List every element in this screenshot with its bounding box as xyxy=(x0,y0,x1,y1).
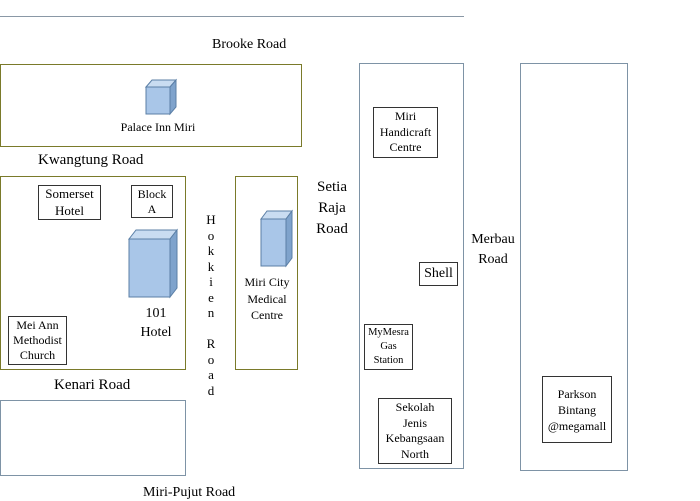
place-label-line: Hotel xyxy=(55,202,84,218)
road-label-merbau: Merbau Road xyxy=(466,230,520,270)
place-label-line: Centre xyxy=(251,308,283,322)
road-label-letter: o xyxy=(207,227,215,243)
road-label-setia-raja: Setia Raja Road xyxy=(306,177,358,240)
road-label-kwangtung: Kwangtung Road xyxy=(38,152,144,168)
road-label-letter: H xyxy=(206,212,216,227)
building-icon xyxy=(260,209,293,268)
place-label-line: Miri xyxy=(394,109,417,124)
place-label-line: Gas xyxy=(380,341,397,352)
road-label-letter: i xyxy=(209,274,213,289)
place-label-line: Jenis xyxy=(403,415,427,430)
place-label-line: Miri City xyxy=(244,275,290,289)
block-somerset xyxy=(0,176,186,370)
building-icon xyxy=(144,78,178,116)
road-label-letter: n xyxy=(207,305,215,320)
road-label-letter: k xyxy=(207,258,215,274)
block-setia-raja-east xyxy=(359,63,464,469)
place-label-line: Medical xyxy=(247,291,287,306)
place-label-line: Sekolah xyxy=(395,400,435,414)
top-boundary-line xyxy=(0,16,464,17)
place-label-line: Station xyxy=(373,355,404,366)
place-miri-handicraft-centre: Miri Handicraft Centre xyxy=(373,107,438,158)
place-label-line: A xyxy=(147,201,157,216)
place-label-line: Kebangsaan xyxy=(385,431,445,445)
road-label-letter: e xyxy=(208,289,214,305)
block-medical-centre xyxy=(235,176,298,370)
place-palace-inn-miri: Palace Inn Miri xyxy=(120,120,196,134)
place-label-line: Church xyxy=(19,348,56,362)
block-kenari-south xyxy=(0,400,186,476)
place-label-line: Parkson xyxy=(557,386,597,401)
road-label-miri-pujut: Miri-Pujut Road xyxy=(143,485,236,500)
place-label-line: MyMesra xyxy=(368,327,409,338)
place-parkson-bintang-megamall: Parkson Bintang @megamall xyxy=(542,376,612,443)
place-label-line: Bintang xyxy=(558,402,596,417)
block-palace-inn xyxy=(0,64,302,147)
road-label-kenari: Kenari Road xyxy=(54,377,131,393)
place-label-line: Centre xyxy=(389,140,422,155)
place-label-line: North xyxy=(401,446,429,461)
place-label-line: Somerset xyxy=(45,186,94,202)
place-label-line: Hotel xyxy=(140,325,172,340)
place-sekolah-jenis-kebangsaan-north: Sekolah Jenis Kebangsaan North xyxy=(378,398,452,464)
place-label-line: Handicraft xyxy=(379,124,432,139)
road-label-line: Raja xyxy=(318,200,346,216)
road-label-brooke: Brooke Road xyxy=(212,37,287,52)
road-label-letter: a xyxy=(208,367,214,382)
road-label-letter: R xyxy=(206,336,216,351)
place-label-line: @megamall xyxy=(547,418,607,433)
road-label-line: Merbau xyxy=(471,232,515,247)
road-label-letter: d xyxy=(207,382,215,398)
place-label-line: Methodist xyxy=(13,333,62,347)
road-label-letter: o xyxy=(207,351,215,367)
place-mymesra-gas-station: MyMesra Gas Station xyxy=(364,324,413,370)
place-label-line: Mei Ann xyxy=(16,318,59,332)
place-label-line: Block xyxy=(137,186,167,201)
place-somerset-hotel: Somerset Hotel xyxy=(38,185,101,220)
place-miri-city-medical-centre: Miri City Medical Centre xyxy=(238,274,296,324)
place-mei-ann-methodist-church: Mei Ann Methodist Church xyxy=(8,316,67,365)
road-label-line: Road xyxy=(316,221,348,237)
place-shell: Shell xyxy=(419,262,458,286)
road-label-line: Road xyxy=(478,252,508,267)
place-block-a: Block A xyxy=(131,185,173,218)
block-merbau-east xyxy=(520,63,628,471)
road-label-hokkien: H o k k i e n R o a d xyxy=(201,212,221,398)
place-label-line: 101 xyxy=(145,306,167,321)
building-icon xyxy=(127,228,179,299)
place-101-hotel: 101 Hotel xyxy=(134,304,178,342)
road-label-line: Setia xyxy=(317,179,347,195)
road-label-letter: k xyxy=(207,243,215,258)
